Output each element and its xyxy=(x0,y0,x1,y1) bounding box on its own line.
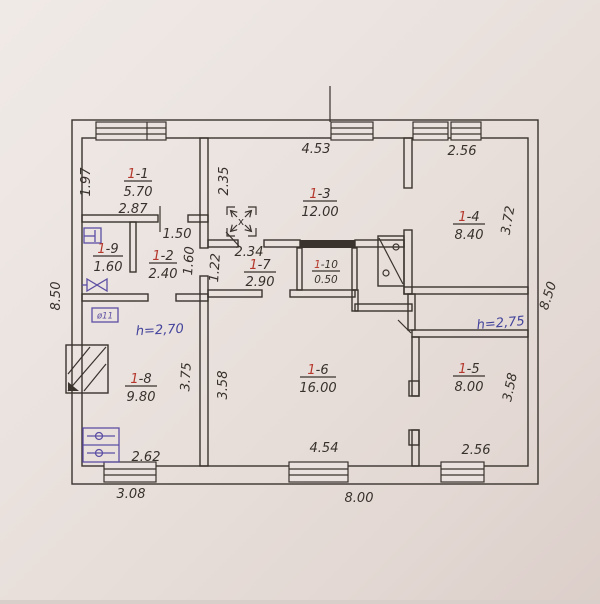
dim-room13-top: 4.53 xyxy=(302,142,331,157)
windows xyxy=(95,121,485,483)
room-1-4-area: 8.40 xyxy=(455,228,484,243)
dim-room15-bottom: 2.56 xyxy=(462,443,491,458)
door-leaf xyxy=(225,231,240,247)
window xyxy=(450,121,482,141)
dim-overall-bottom-left: 3.08 xyxy=(117,487,146,502)
interior-walls xyxy=(81,137,529,467)
room-1-8-area: 9.80 xyxy=(127,390,156,405)
door-jamb xyxy=(408,380,420,397)
window xyxy=(412,121,449,141)
door-leaf xyxy=(397,319,412,334)
dim-overall-left: 8.50 xyxy=(49,282,64,311)
flue-marker: ø11 xyxy=(91,307,119,323)
dim-room18-right: 3.75 xyxy=(178,362,194,392)
window xyxy=(288,461,349,483)
dim-room15-right: 3.58 xyxy=(500,372,521,403)
dim-room11-left: 1.97 xyxy=(79,167,94,197)
door-jamb xyxy=(408,429,420,446)
dim-room11-bottom: 2.87 xyxy=(119,202,149,217)
room-1-3-area: 12.00 xyxy=(301,205,338,220)
room-1-1-number: 1-1 xyxy=(127,167,148,182)
room-1-3-number: 1-3 xyxy=(309,187,330,202)
window xyxy=(330,121,374,141)
room-1-7-area: 2.90 xyxy=(246,275,275,290)
dim-door-opening: 1.50 xyxy=(163,227,192,242)
flue-marker-label: ø11 xyxy=(96,312,113,322)
height-note-left: h=2,70 xyxy=(135,322,184,339)
dim-overall-right: 8.50 xyxy=(537,280,560,312)
dim-room14-right: 3.72 xyxy=(499,205,519,236)
chimney-hatch xyxy=(65,344,109,394)
room-1-9-area: 1.60 xyxy=(94,260,123,275)
room-1-8-number: 1-8 xyxy=(130,372,151,387)
valve-symbol xyxy=(82,277,108,293)
room-1-7-number: 1-7 xyxy=(249,258,271,273)
room-1-2-area: 2.40 xyxy=(149,267,178,282)
water-heater-symbol xyxy=(83,227,102,244)
cellar-mark-label: x xyxy=(238,216,244,228)
room-1-6-number: 1-6 xyxy=(307,363,328,378)
dim-room17-left: 1.22 xyxy=(207,253,224,283)
dim-room18-bottom: 2.62 xyxy=(132,450,161,465)
dim-room16-bottom: 4.54 xyxy=(310,441,339,456)
room-1-4-number: 1-4 xyxy=(458,210,479,225)
dim-room12-right: 1.60 xyxy=(181,246,198,276)
height-note-right: h=2,75 xyxy=(476,314,525,333)
dim-room14-top: 2.56 xyxy=(448,144,477,159)
dimension-labels: 1.97 2.87 1.50 1.60 2.35 4.53 2.56 3.72 … xyxy=(49,142,560,506)
room-1-5-area: 8.00 xyxy=(455,380,484,395)
room-1-5-number: 1-5 xyxy=(458,362,479,377)
room-labels: 1-1 5.70 1-2 2.40 1-3 12.00 1-4 8.40 1-5… xyxy=(93,167,485,405)
dim-room17-top: 2.34 xyxy=(235,245,264,260)
dim-overall-bottom-main: 8.00 xyxy=(345,491,374,506)
door-lintel-bar xyxy=(300,240,355,248)
room-1-10-area: 0.50 xyxy=(314,274,338,286)
dim-room16-left: 3.58 xyxy=(216,371,231,400)
window xyxy=(95,121,167,141)
room-1-9-number: 1-9 xyxy=(97,242,118,257)
window xyxy=(440,461,485,483)
room-1-1-area: 5.70 xyxy=(124,185,153,200)
room-1-10-number: 1-10 xyxy=(314,259,338,271)
window xyxy=(103,461,157,483)
room-1-2-number: 1-2 xyxy=(152,249,173,264)
dim-room13-left: 2.35 xyxy=(217,167,232,196)
furnace-symbol xyxy=(377,235,405,287)
cellar-hatch-symbol: x xyxy=(226,206,257,237)
stove-symbol xyxy=(82,427,120,463)
ceiling-height-notes: h=2,70 h=2,75 xyxy=(135,314,525,339)
room-1-6-area: 16.00 xyxy=(299,381,336,396)
